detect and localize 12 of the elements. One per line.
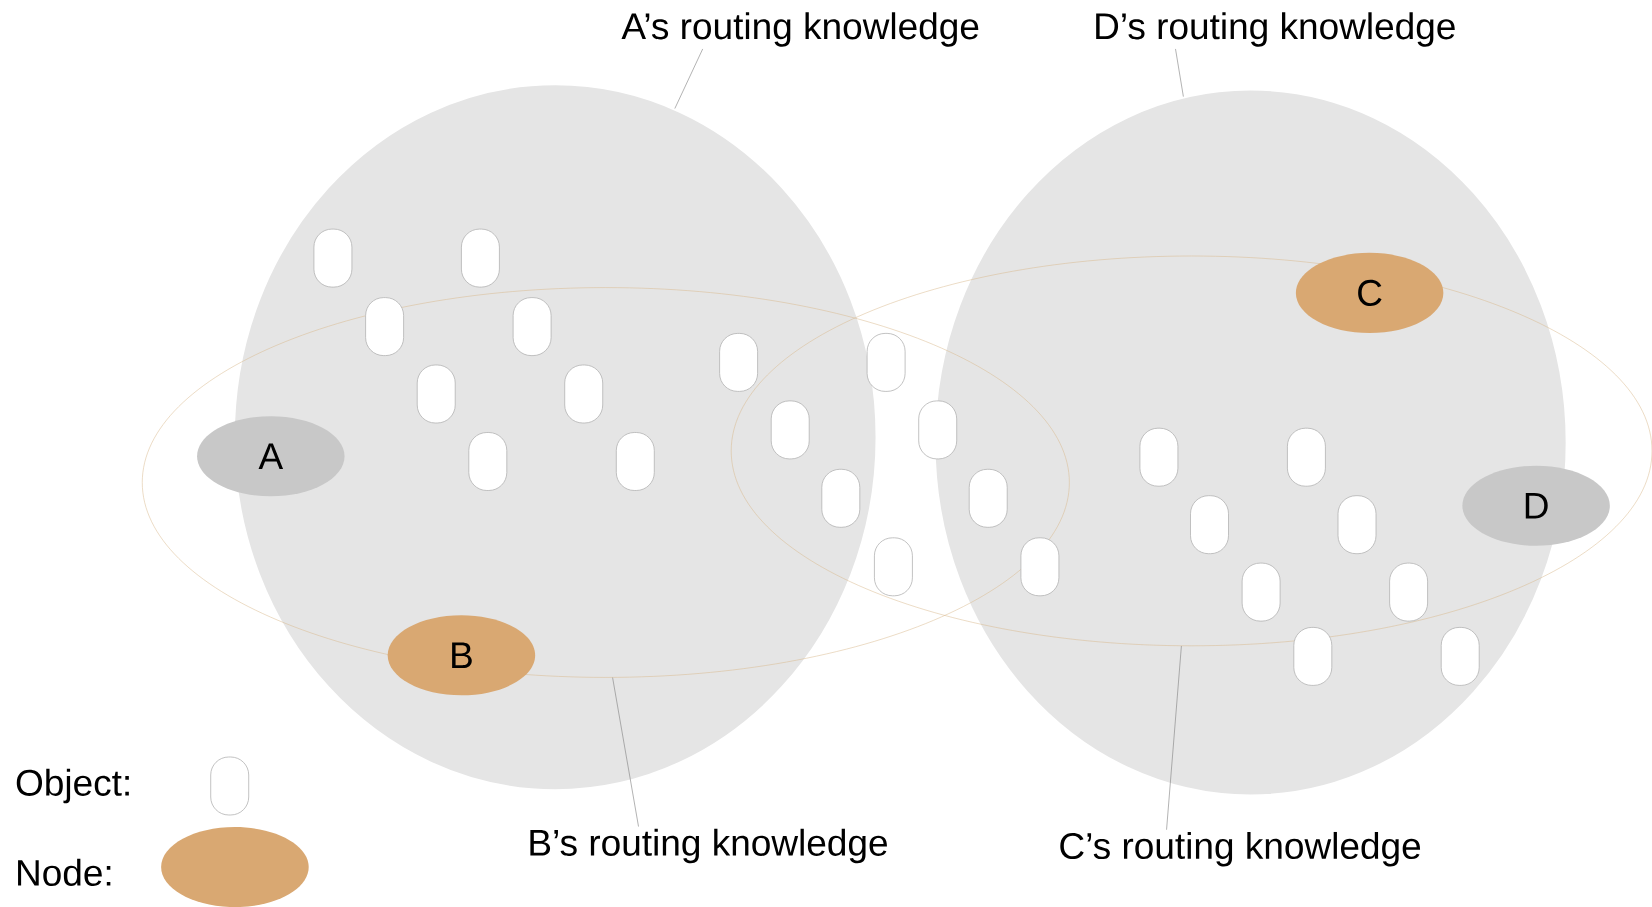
- region-label: A’s routing knowledge: [621, 12, 979, 47]
- leader-line: [1175, 48, 1184, 97]
- region-label: D’s routing knowledge: [1096, 12, 1455, 47]
- leader-line: [674, 48, 703, 109]
- leader-line: [612, 677, 639, 827]
- region-label: C’s routing knowledge: [1060, 831, 1421, 867]
- outline-ellipse: [142, 287, 1070, 678]
- legend-label: Node:: [18, 858, 111, 886]
- region-label: B’s routing knowledge: [530, 828, 887, 864]
- legend-label: Object:: [16, 768, 129, 804]
- leader-line: [1166, 645, 1182, 831]
- outline-ellipse: [730, 255, 1652, 647]
